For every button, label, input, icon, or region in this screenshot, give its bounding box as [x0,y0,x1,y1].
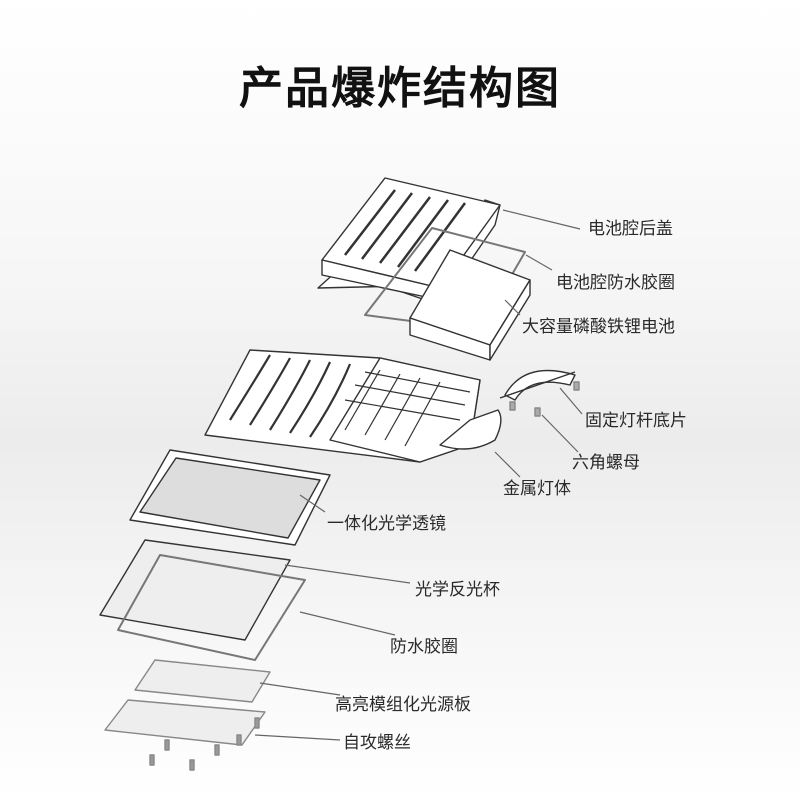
page-title: 产品爆炸结构图 [239,63,561,114]
label-battery: 大容量磷酸铁锂电池 [522,317,675,337]
label-optical-lens: 一体化光学透镜 [327,514,446,534]
gasket-part [117,554,306,661]
label-reflector-cup: 光学反光杯 [415,580,500,600]
hex-nut-parts [509,381,580,417]
metal-body-part [204,349,502,463]
label-screws: 自攻螺丝 [343,733,411,753]
pole-bracket-part [499,369,576,401]
label-pole-bracket: 固定灯杆底片 [585,411,687,431]
label-battery-cover: 电池腔后盖 [588,219,673,239]
label-metal-body: 金属灯体 [503,479,571,499]
led-board-part [104,659,271,746]
label-battery-gasket: 电池腔防水胶圈 [556,273,675,293]
reflector-cup-part [99,539,291,641]
optical-lens-part [129,449,331,546]
label-gasket: 防水胶圈 [390,637,458,657]
screw-parts [149,717,260,771]
label-hex-nut: 六角螺母 [572,453,640,473]
label-led-board: 高亮模组化光源板 [335,695,471,715]
leader-lines [254,209,583,741]
battery-part [409,249,531,361]
